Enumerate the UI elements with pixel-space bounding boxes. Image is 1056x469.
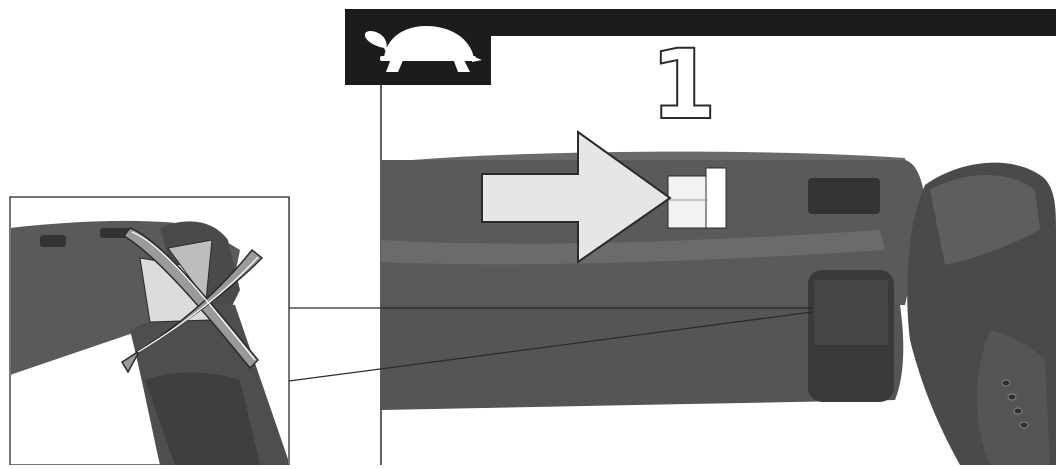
step-number: 1 — [650, 38, 710, 133]
side-button — [808, 270, 894, 402]
detail-callout — [10, 197, 290, 465]
top-button — [808, 178, 880, 214]
slide-switch — [668, 168, 726, 228]
